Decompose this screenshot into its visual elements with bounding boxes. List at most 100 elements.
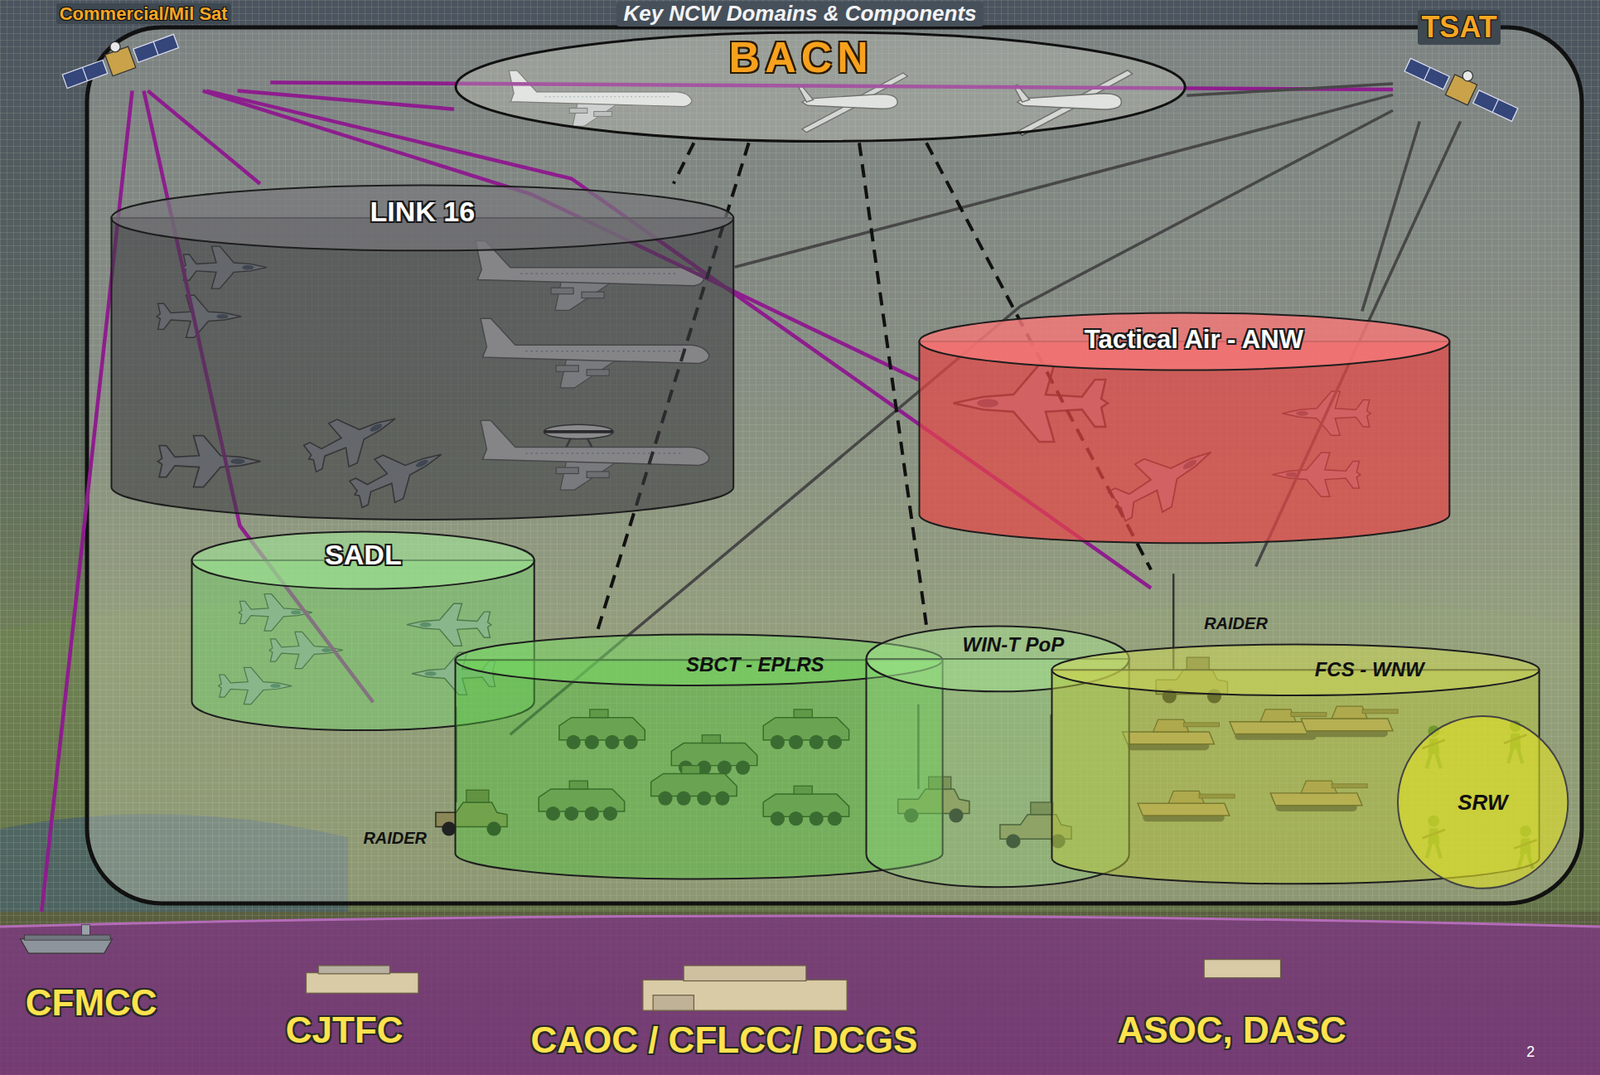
node-shape	[865, 624, 1131, 889]
path-part	[20, 938, 113, 953]
stryker	[651, 765, 737, 806]
node-shape	[110, 183, 735, 521]
page-number: 2	[1526, 1043, 1535, 1061]
command-node: CAOC / CFLCC/ DCGS	[525, 959, 1006, 1067]
fighter	[182, 246, 267, 289]
awacs	[480, 420, 710, 490]
attack-jet	[411, 652, 497, 695]
unit-circle: SRW	[1396, 714, 1570, 890]
cylinder-body	[919, 341, 1451, 543]
bacn-link	[859, 142, 927, 624]
antenna-mast	[1172, 573, 1175, 670]
building	[305, 965, 418, 993]
fighter	[218, 667, 293, 704]
satcom-link	[206, 91, 1151, 589]
tank	[1300, 705, 1398, 737]
node-label: TSAT	[1417, 9, 1500, 44]
rect-part	[82, 924, 91, 935]
node-label: CFMCC	[25, 982, 158, 1023]
satellite-node: Commercial/Mil Sat	[51, 3, 271, 92]
network-cylinder: FCS - WNW SRW	[1050, 642, 1541, 885]
radio-node: RAIDER	[1150, 565, 1294, 704]
satcom-link	[203, 91, 919, 381]
tank	[1270, 780, 1368, 812]
satcom-link	[143, 91, 373, 703]
cylinder-body	[1052, 669, 1540, 884]
command-node: ASOC, DASC	[1111, 953, 1403, 1056]
command-node: CJTFC	[280, 964, 435, 1057]
stryker	[559, 709, 645, 750]
tank	[1122, 719, 1220, 750]
fighter	[1102, 428, 1225, 532]
cylinder-body	[192, 560, 535, 730]
cylinder-top	[919, 312, 1451, 370]
cylinder-body	[455, 659, 943, 879]
stryker	[763, 785, 849, 826]
bacn-link	[673, 142, 695, 184]
stryker	[538, 780, 624, 821]
humvee	[1000, 802, 1072, 848]
rect-part	[318, 965, 390, 974]
tank	[1137, 790, 1235, 822]
network-cylinder: SBCT - EPLRS	[454, 633, 944, 880]
satellite	[1402, 46, 1524, 126]
tanker	[475, 241, 705, 311]
fighter	[156, 294, 242, 338]
node-label: CJTFC	[285, 1010, 404, 1050]
node-label: SADL	[324, 538, 402, 571]
node-label: WIN-T PoP	[962, 633, 1065, 657]
title-holder: Key NCW Domains & Components	[0, 1, 1600, 27]
node-label: CAOC / CFLCC/ DCGS	[530, 1019, 918, 1060]
satellite-node: TSAT	[1392, 8, 1526, 122]
network-cylinder: Tactical Air - ANW	[918, 311, 1451, 545]
cylinder-top	[866, 625, 1130, 692]
node-shape	[190, 530, 536, 732]
node-label: SBCT - EPLRS	[686, 652, 825, 677]
fighter	[238, 594, 313, 631]
bacn-link	[596, 142, 749, 633]
diagram-title: Key NCW Domains & Components	[616, 1, 983, 27]
node-label: Tactical Air - ANW	[1084, 324, 1304, 355]
node-shape	[918, 311, 1451, 545]
cylinder-body	[866, 658, 1130, 887]
rect-part	[642, 979, 847, 1011]
bacn-link	[926, 142, 1151, 570]
satcom-link	[270, 82, 1393, 90]
soldier	[1421, 725, 1446, 769]
cylinder-top	[455, 633, 943, 686]
node-label: RAIDER	[362, 828, 427, 848]
satellite	[58, 21, 180, 92]
rect-part	[683, 965, 807, 981]
rect-part	[652, 995, 694, 1011]
command-node: CFMCC	[9, 911, 194, 1026]
circle-outline	[1397, 715, 1568, 889]
node-shape	[454, 633, 944, 880]
outer-boundary	[87, 27, 1582, 904]
tsat-link	[510, 110, 1393, 735]
attack-jet	[406, 603, 492, 646]
antenna-mast	[1049, 714, 1052, 815]
network-cylinder: WIN-T PoP	[865, 624, 1131, 889]
node-label: SRW	[1457, 790, 1508, 816]
command-band	[0, 915, 1600, 1075]
ellipse-outline	[455, 32, 1185, 141]
node-shape	[1396, 714, 1570, 890]
soldier	[1421, 815, 1446, 859]
tsat-link	[734, 94, 1393, 267]
illustration-group	[20, 21, 1538, 1011]
tsat-link	[1186, 83, 1393, 96]
cylinder-top	[192, 531, 535, 590]
soldier	[1503, 720, 1528, 764]
antenna-mast	[454, 705, 457, 803]
cylinder-body	[111, 217, 735, 520]
uav	[1013, 70, 1132, 136]
node-label: FCS - WNW	[1314, 657, 1425, 682]
humvee	[1155, 657, 1228, 703]
